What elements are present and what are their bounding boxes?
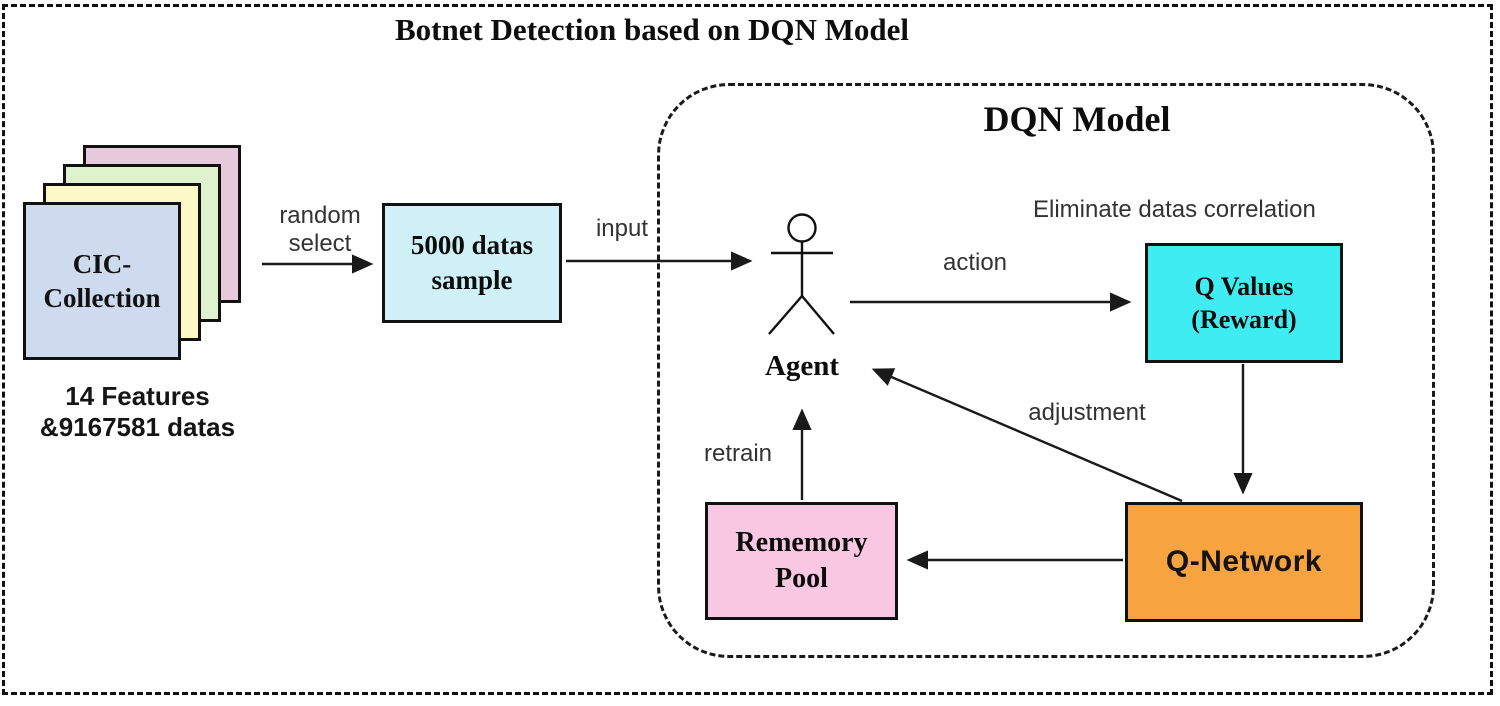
dataset-card-front: CIC- Collection <box>23 202 181 360</box>
agent-label: Agent <box>764 350 840 382</box>
retrain-label: retrain <box>703 440 773 467</box>
rememory-pool-box: Rememory Pool <box>705 502 898 620</box>
sample-box-line2: sample <box>431 265 513 295</box>
input-label: input <box>595 215 649 242</box>
figure-border <box>2 4 1493 695</box>
random-select-label: random select <box>260 202 380 258</box>
dataset-card-label-line1: CIC- <box>72 249 132 279</box>
dqn-model-container <box>657 83 1435 658</box>
q-values-box-line1: Q Values <box>1194 272 1294 301</box>
random-select-label-line2: select <box>288 230 352 257</box>
figure-title: Botnet Detection based on DQN Model <box>394 12 910 47</box>
q-network-box: Q-Network <box>1125 502 1363 622</box>
rememory-pool-box-line1: Rememory <box>735 527 868 558</box>
dataset-caption: 14 Features &9167581 datas <box>10 381 265 443</box>
q-values-box: Q Values (Reward) <box>1145 243 1343 363</box>
sample-box: 5000 datas sample <box>382 203 562 323</box>
dataset-caption-line2: &9167581 datas <box>39 412 236 442</box>
random-select-label-line1: random <box>279 202 361 229</box>
dqn-model-title: DQN Model <box>983 99 1171 139</box>
q-network-box-label: Q-Network <box>1165 545 1323 578</box>
dataset-caption-line1: 14 Features <box>65 381 210 411</box>
rememory-pool-box-line2: Pool <box>775 563 828 594</box>
dataset-card-label-line2: Collection <box>43 283 161 313</box>
sample-box-line1: 5000 datas <box>410 230 534 260</box>
dataset-card-label: CIC- Collection <box>44 247 161 315</box>
action-label: action <box>942 249 1008 276</box>
eliminate-correlation-label: Eliminate datas correlation <box>1033 196 1316 223</box>
q-values-box-line2: (Reward) <box>1191 305 1297 334</box>
